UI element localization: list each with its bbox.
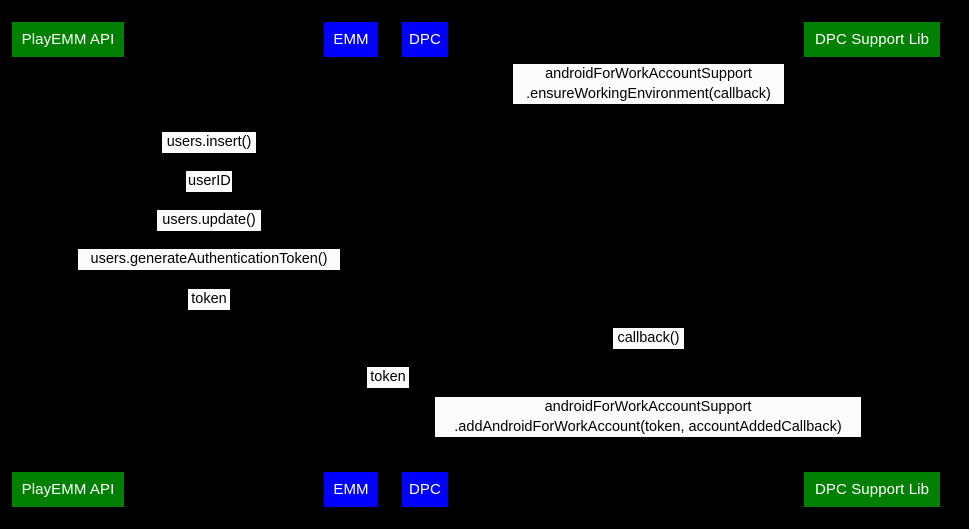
message-label-androidforworkaccountsupport: androidForWorkAccountSupport .ensureWork…: [513, 64, 784, 104]
message-label-usersupdate: users.update(): [157, 210, 261, 231]
participant-label: DPC: [409, 31, 441, 48]
participant-bottom-dpc[interactable]: DPC: [402, 472, 448, 507]
participant-top-dpc-support-lib[interactable]: DPC Support Lib: [804, 22, 940, 57]
participant-label: DPC Support Lib: [814, 31, 930, 48]
message-label-callback: callback(): [613, 328, 684, 349]
message-label-usersgenerateauthenticationtoken: users.generateAuthenticationToken(): [78, 249, 340, 270]
participant-label: DPC Support Lib: [814, 481, 930, 498]
message-label-userid: userID: [186, 171, 232, 192]
participant-bottom-playemm-api[interactable]: PlayEMM API: [12, 472, 124, 507]
participant-label: EMM: [333, 31, 369, 48]
participant-top-emm[interactable]: EMM: [324, 22, 378, 57]
participant-label: PlayEMM API: [21, 31, 115, 48]
participant-top-playemm-api[interactable]: PlayEMM API: [12, 22, 124, 57]
message-label-androidforworkaccountsupport: androidForWorkAccountSupport .addAndroid…: [435, 397, 861, 437]
participant-label: EMM: [333, 481, 369, 498]
participant-top-dpc[interactable]: DPC: [402, 22, 448, 57]
participant-bottom-emm[interactable]: EMM: [324, 472, 378, 507]
participant-bottom-dpc-support-lib[interactable]: DPC Support Lib: [804, 472, 940, 507]
message-label-usersinsert: users.insert(): [162, 132, 256, 153]
participant-label: DPC: [409, 481, 441, 498]
message-label-token: token: [188, 289, 230, 310]
message-label-token: token: [367, 367, 409, 388]
participant-label: PlayEMM API: [21, 481, 115, 498]
